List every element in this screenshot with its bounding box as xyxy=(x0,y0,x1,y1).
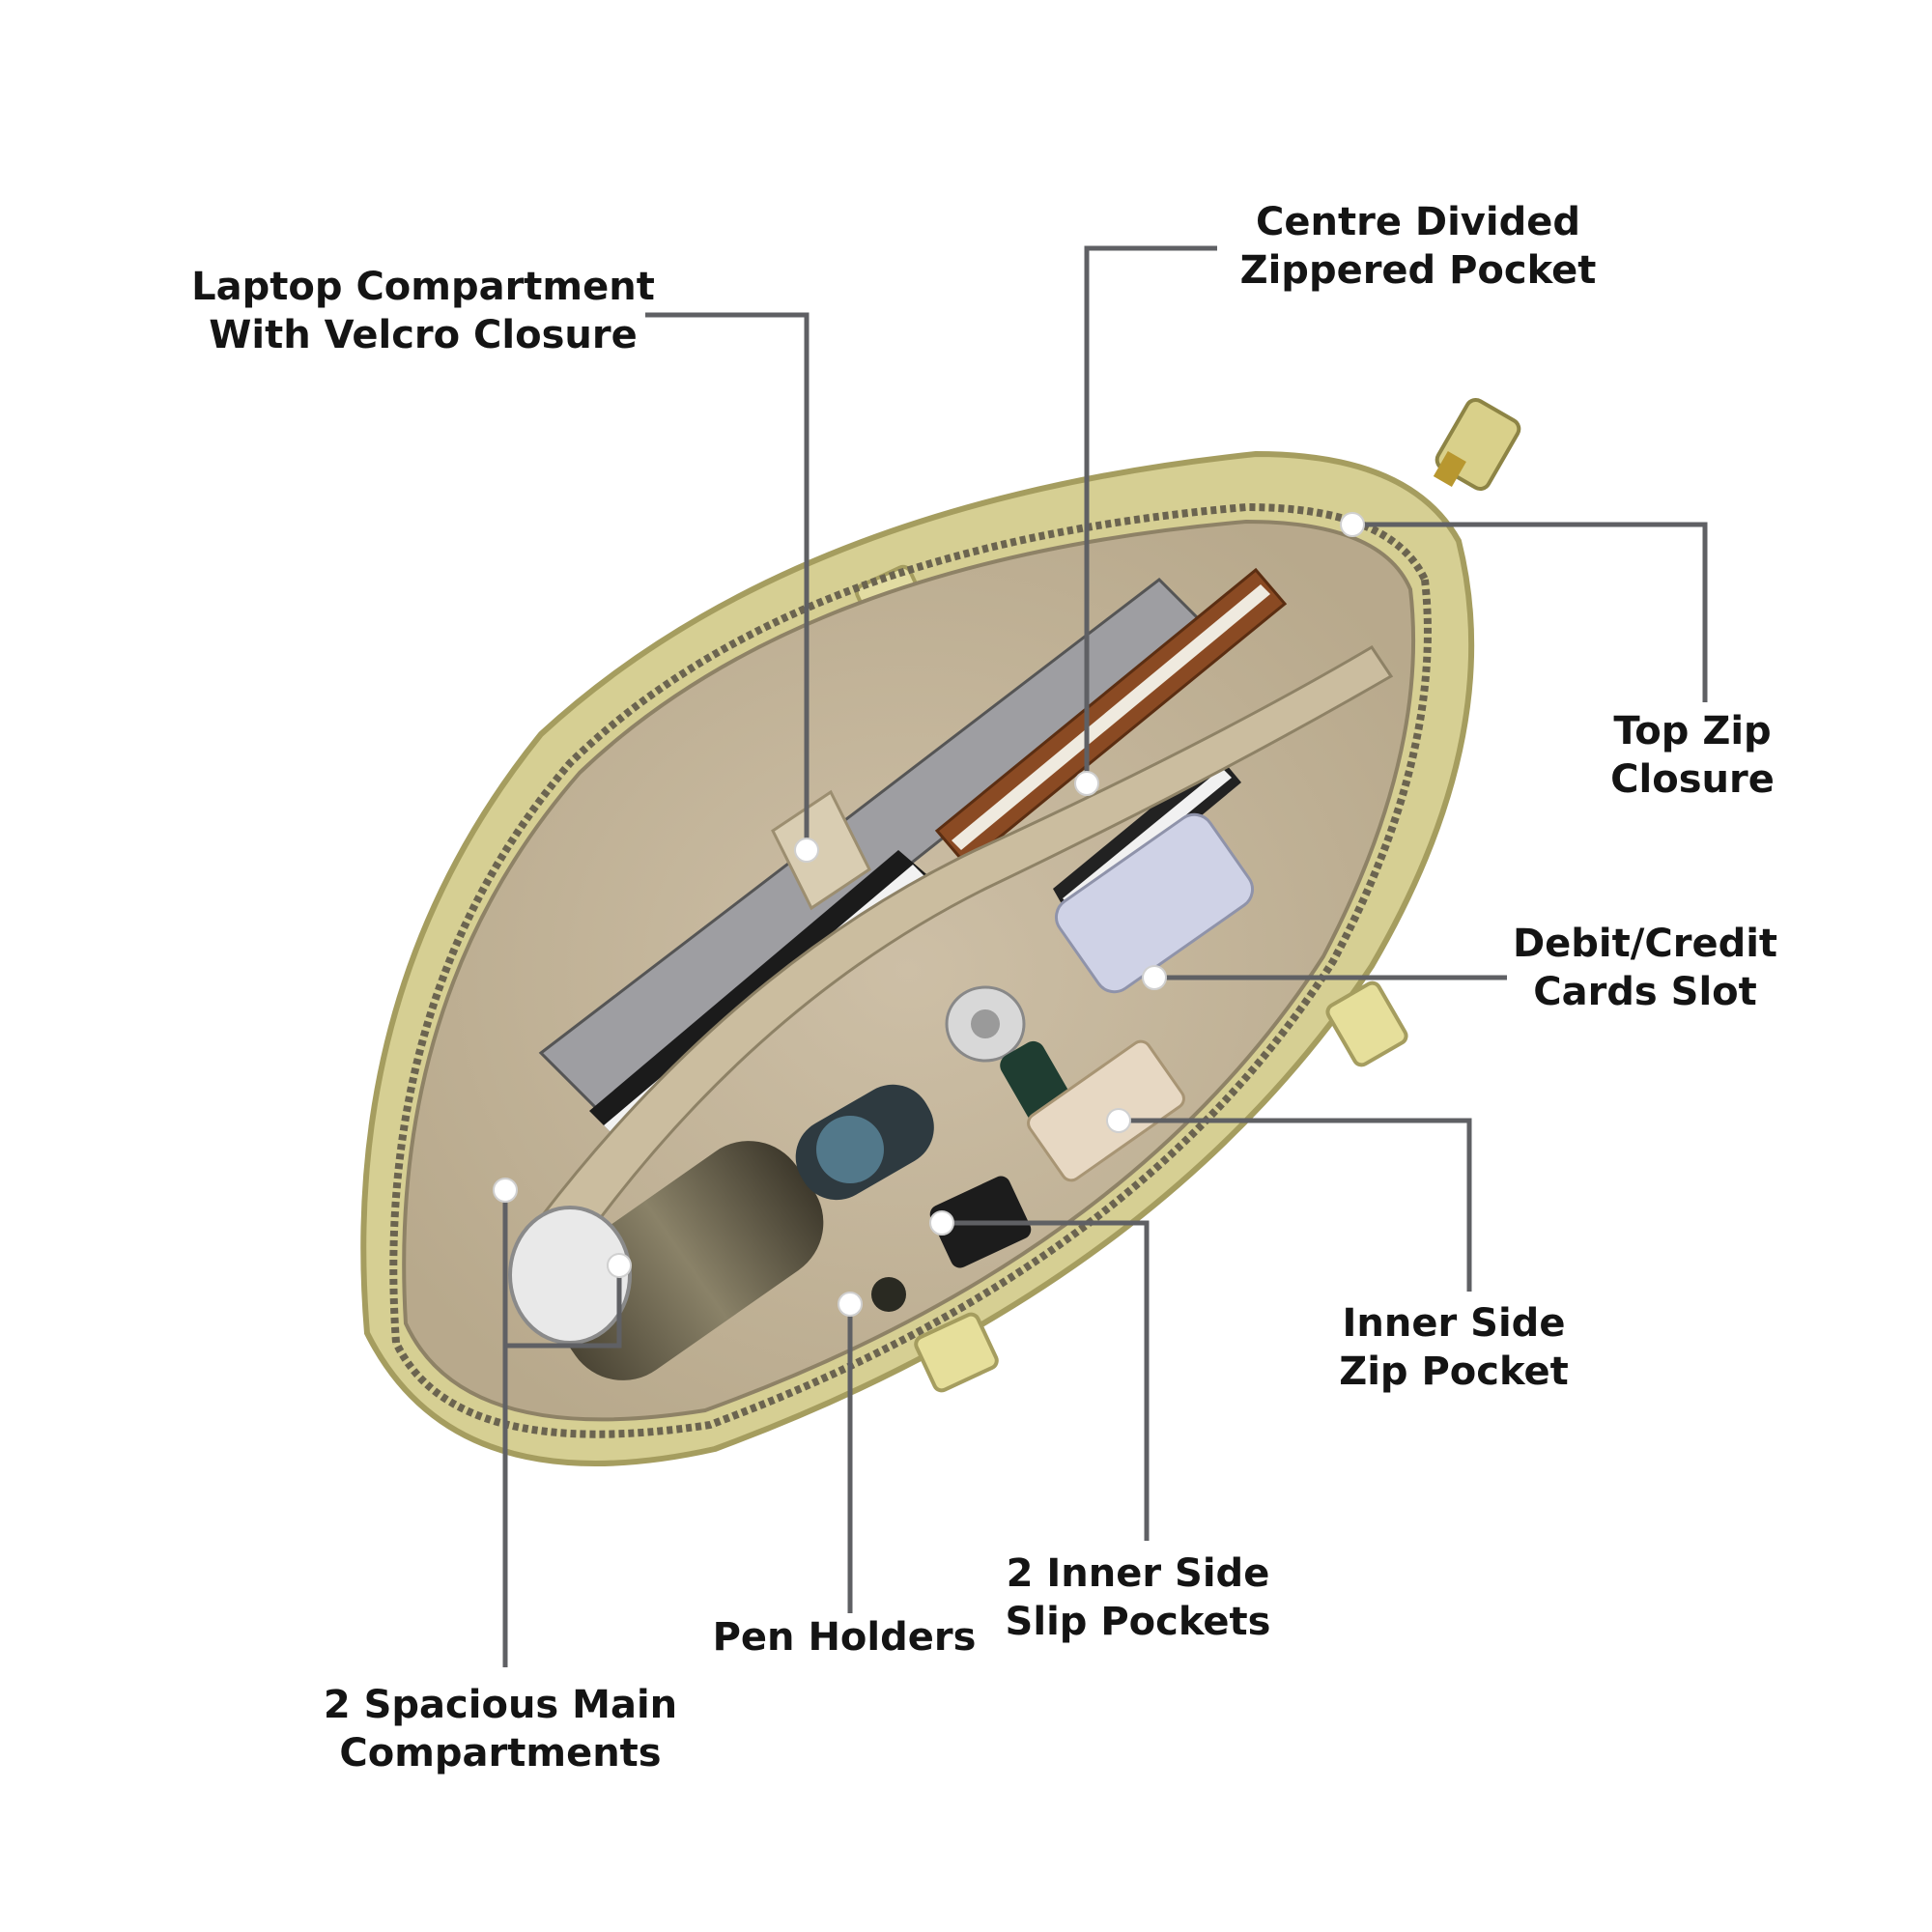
callout-inner-side-slip-pockets: 2 Inner Side Slip Pockets xyxy=(1006,1549,1271,1646)
callout-line-1: 2 Inner Side xyxy=(1006,1551,1270,1596)
zip-puller xyxy=(1433,398,1521,491)
callout-centre-divided-pocket: Centre Divided Zippered Pocket xyxy=(1240,198,1597,295)
callout-line-2: Cards Slot xyxy=(1533,970,1757,1014)
leader-line-main-branch xyxy=(505,1265,622,1349)
dot-centre xyxy=(1074,771,1099,796)
velcro-strap xyxy=(771,789,871,911)
callout-line-2: Zippered Pocket xyxy=(1239,248,1597,293)
callout-line-1: 2 Spacious Main xyxy=(323,1683,678,1727)
callout-line-1: Debit/Credit xyxy=(1512,922,1778,966)
callout-line-2: With Velcro Closure xyxy=(209,313,638,357)
centre-divider xyxy=(538,644,1394,1249)
leader-line-innerzip xyxy=(1119,1118,1472,1292)
dot-pen xyxy=(838,1292,863,1317)
callout-line-1: Laptop Compartment xyxy=(191,265,655,309)
dot-main-2 xyxy=(607,1253,632,1278)
callout-line-2: Compartments xyxy=(339,1731,662,1776)
leader-line-topzip xyxy=(1352,522,1708,702)
dot-innerzip xyxy=(1106,1108,1131,1133)
callout-cards-slot: Debit/Credit Cards Slot xyxy=(1513,920,1777,1016)
callout-line-2: Closure xyxy=(1610,757,1775,802)
leader-line-centre xyxy=(1084,245,1217,783)
callout-line-1: Inner Side xyxy=(1342,1301,1566,1346)
dot-laptop xyxy=(794,838,819,863)
callout-line-2: Zip Pocket xyxy=(1339,1350,1569,1394)
leader-line-laptop xyxy=(645,312,810,850)
callout-main-compartments: 2 Spacious Main Compartments xyxy=(324,1681,677,1777)
callout-top-zip-closure: Top Zip Closure xyxy=(1610,707,1775,804)
callout-line-1: Pen Holders xyxy=(712,1615,977,1660)
dot-cards xyxy=(1142,965,1167,990)
callout-line-2: Slip Pockets xyxy=(1005,1600,1271,1644)
callout-pen-holders: Pen Holders xyxy=(713,1613,977,1662)
callout-laptop-compartment: Laptop Compartment With Velcro Closure xyxy=(191,263,655,359)
dot-main xyxy=(493,1178,518,1203)
dot-topzip xyxy=(1340,512,1365,537)
callout-line-1: Centre Divided xyxy=(1256,200,1580,244)
leader-line-slip xyxy=(942,1220,1150,1541)
callout-line-1: Top Zip xyxy=(1613,709,1772,753)
callout-dots xyxy=(493,512,1365,1317)
dot-slip xyxy=(929,1210,954,1236)
small-items xyxy=(795,985,1185,1312)
wallet xyxy=(1054,812,1255,994)
leader-lines xyxy=(502,245,1708,1667)
callout-inner-side-zip-pocket: Inner Side Zip Pocket xyxy=(1339,1299,1569,1396)
